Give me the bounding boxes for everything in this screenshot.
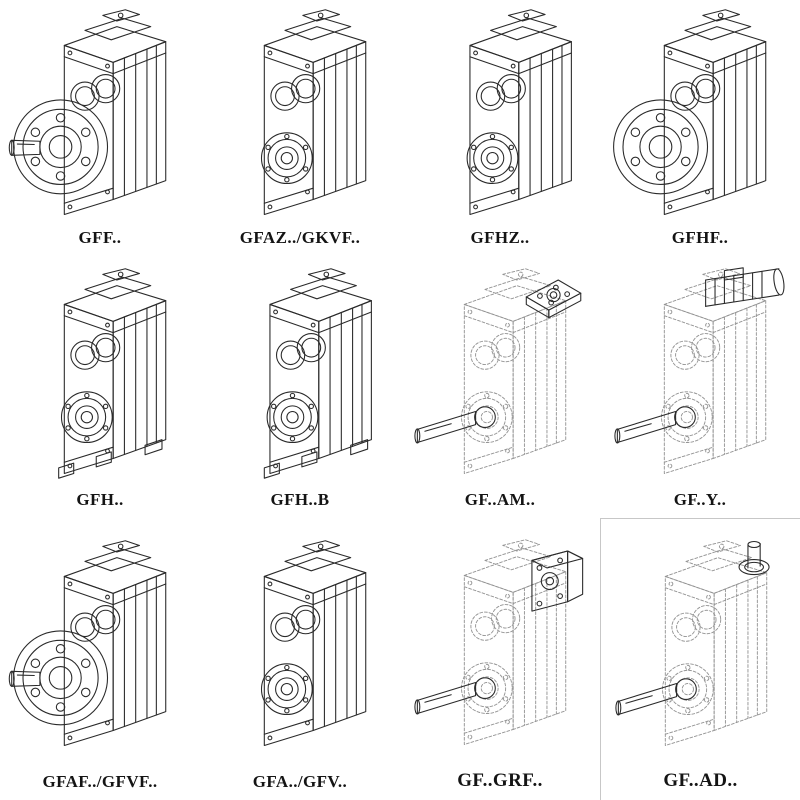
product-label: GFF.. — [78, 228, 122, 247]
product-cell-gf-am: GF..AM.. — [400, 256, 600, 518]
gearbox-phantom-iec-adapter-flange-icon — [400, 256, 600, 490]
product-cell-gfhf: GFHF.. — [600, 0, 800, 256]
product-label: GFA../GFV.. — [252, 772, 348, 791]
product-label: GFHF.. — [671, 228, 729, 247]
product-cell-gfa-gfv: GFA../GFV.. — [200, 518, 400, 800]
product-label: GF..AM.. — [464, 490, 536, 509]
product-label: GFAF../GFVF.. — [42, 772, 158, 791]
gearbox-output-flange-solid-shaft-icon — [0, 0, 200, 228]
gearbox-hollow-shaft-icon — [400, 0, 600, 228]
product-label: GFAZ../GKVF.. — [239, 228, 361, 247]
product-cell-gfhz: GFHZ.. — [400, 0, 600, 256]
gearbox-output-flange-solid-shaft-icon — [0, 518, 200, 772]
product-cell-gfh: GFH.. — [0, 256, 200, 518]
product-label: GFHZ.. — [470, 228, 530, 247]
gearbox-hollow-shaft-icon — [200, 518, 400, 772]
gearbox-hollow-shaft-foot-mounted-icon — [0, 256, 200, 490]
gearbox-hollow-shaft-flange-icon — [600, 0, 800, 228]
gearbox-phantom-mounted-motor-icon — [600, 256, 800, 490]
product-cell-gfaf-gfvf: GFAF../GFVF.. — [0, 518, 200, 800]
product-cell-gfaz-gkvf: GFAZ../GKVF.. — [200, 0, 400, 256]
product-cell-gf-y: GF..Y.. — [600, 256, 800, 518]
product-label: GF..GRF.. — [457, 770, 543, 791]
gearbox-hollow-shaft-icon — [200, 0, 400, 228]
gearbox-phantom-free-input-shaft-icon — [601, 519, 800, 770]
gearbox-phantom-input-adapter-block-icon — [400, 518, 600, 770]
product-cell-gf-ad: GF..AD.. — [600, 518, 800, 800]
product-cell-gfh-b: GFH..B — [200, 256, 400, 518]
product-label: GF..Y.. — [673, 490, 727, 509]
product-cell-gf-grf: GF..GRF.. — [400, 518, 600, 800]
product-label: GFH..B — [270, 490, 330, 509]
product-cell-gff: GFF.. — [0, 0, 200, 256]
product-label: GF..AD.. — [663, 770, 738, 791]
product-label: GFH.. — [76, 490, 124, 509]
gearbox-hollow-shaft-foot-mounted-icon — [200, 256, 400, 490]
